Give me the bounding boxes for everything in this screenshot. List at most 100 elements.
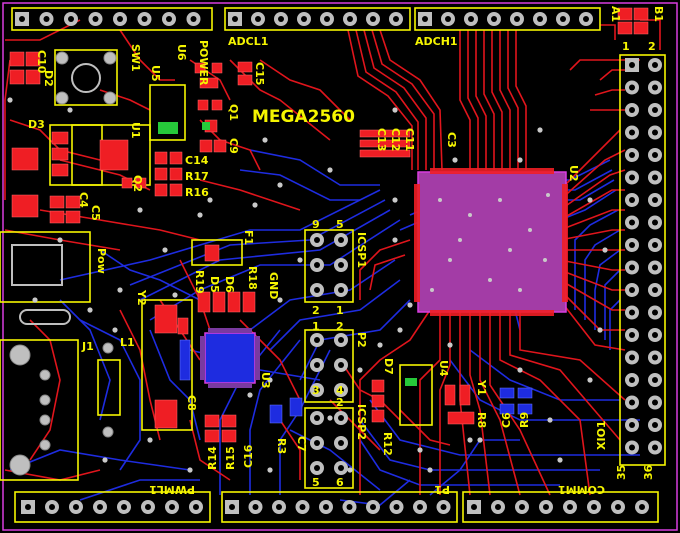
header-pin-pad bbox=[648, 170, 662, 185]
icsp2-outline bbox=[304, 407, 354, 489]
via bbox=[587, 197, 593, 203]
label-c13: C13 bbox=[375, 128, 388, 151]
via bbox=[162, 247, 168, 253]
header-pin-pad bbox=[319, 500, 333, 514]
via bbox=[477, 437, 483, 443]
through-holes bbox=[9, 51, 117, 476]
via bbox=[327, 167, 333, 173]
header-pin-pad bbox=[310, 436, 324, 450]
header-pin-pad bbox=[334, 283, 348, 297]
header-pin-pad bbox=[343, 12, 357, 26]
header-pin-pad bbox=[272, 500, 286, 514]
via bbox=[117, 287, 123, 293]
via bbox=[407, 302, 413, 308]
icsp1-pin-5: 5 bbox=[336, 218, 344, 231]
p2-pin-2: 2 bbox=[336, 320, 344, 333]
via bbox=[187, 467, 193, 473]
xio-pin-36: 36 bbox=[642, 464, 655, 480]
header-pin-pad bbox=[587, 500, 601, 514]
header-pin-pad bbox=[625, 418, 639, 432]
header-pin-pad bbox=[491, 500, 505, 514]
via bbox=[392, 107, 398, 113]
header-pin-pad bbox=[648, 440, 662, 455]
via bbox=[392, 237, 398, 243]
header-pin-pad bbox=[648, 418, 662, 432]
header-pin-pad bbox=[648, 215, 662, 230]
header-pin-pad bbox=[625, 440, 639, 455]
via bbox=[297, 257, 303, 263]
header-pin-pad bbox=[45, 500, 59, 514]
header-pin-pad bbox=[274, 12, 288, 26]
p2-pin-1: 1 bbox=[312, 320, 320, 333]
via bbox=[172, 292, 178, 298]
label-pow: Pow bbox=[95, 248, 108, 274]
via bbox=[537, 127, 543, 133]
power-header-outline bbox=[11, 7, 213, 31]
label-r17: R17 bbox=[185, 170, 209, 183]
label-f1: F1 bbox=[242, 230, 255, 245]
xio-label: XIO1 bbox=[595, 420, 608, 450]
label-d3: D3 bbox=[28, 118, 45, 131]
label-sw1: SW1 bbox=[129, 44, 142, 72]
label-y1: Y1 bbox=[475, 379, 488, 396]
header-pin-pad bbox=[165, 500, 179, 514]
silkscreen-layer bbox=[0, 7, 666, 523]
via bbox=[32, 297, 38, 303]
header-pin-pad bbox=[64, 12, 78, 26]
header-pin-pad bbox=[648, 238, 662, 252]
header-pin-pad bbox=[625, 283, 639, 297]
vias bbox=[7, 97, 608, 473]
header-pin-pad bbox=[625, 148, 639, 162]
label-c11: C11 bbox=[403, 128, 416, 151]
icsp1-outline bbox=[304, 229, 354, 303]
u5-outline bbox=[149, 84, 186, 141]
header-pin-pad bbox=[625, 215, 639, 230]
header-pin-pad bbox=[441, 12, 455, 26]
header-pin-pad bbox=[625, 103, 639, 117]
header-pin-pad bbox=[515, 500, 529, 514]
header-pin-pad bbox=[418, 12, 432, 26]
label-q1: Q1 bbox=[227, 104, 240, 121]
header-pin-pad bbox=[93, 500, 107, 514]
adcl-label: ADCL1 bbox=[228, 35, 268, 48]
label-r16: R16 bbox=[185, 186, 209, 199]
label-q2: Q2 bbox=[131, 175, 144, 192]
via bbox=[517, 157, 523, 163]
header-pin-pad bbox=[88, 12, 103, 26]
icsp2-label: ICSP2 bbox=[355, 404, 368, 440]
label-c7: C7 bbox=[295, 436, 308, 452]
led-indicators bbox=[158, 122, 417, 386]
header-pin-pad bbox=[625, 170, 639, 185]
label-r19: R19 bbox=[193, 270, 206, 294]
label-r9: R9 bbox=[518, 412, 531, 428]
via bbox=[277, 297, 283, 303]
header-pin-pad bbox=[21, 500, 35, 514]
label-u4: U4 bbox=[437, 360, 450, 377]
label-r12: R12 bbox=[381, 432, 394, 456]
via bbox=[357, 367, 363, 373]
xio-pin-35: 35 bbox=[615, 465, 628, 480]
label-c10: C10 bbox=[35, 50, 48, 74]
label-j1: J1 bbox=[81, 340, 94, 353]
label-d7: D7 bbox=[382, 358, 395, 375]
header-pin-pad bbox=[648, 80, 662, 95]
via bbox=[392, 197, 398, 203]
pwml-header-outline bbox=[14, 491, 211, 523]
label-gnd: GND bbox=[267, 272, 280, 299]
label-c8: C8 bbox=[185, 395, 198, 411]
header-pin-pad bbox=[334, 258, 348, 272]
label-b1: B1 bbox=[652, 6, 665, 22]
label-u2: U2 bbox=[567, 165, 580, 182]
p1-label: P1 bbox=[434, 483, 450, 496]
via bbox=[147, 437, 153, 443]
via bbox=[137, 207, 143, 213]
icsp2-pin-6: 6 bbox=[336, 476, 344, 489]
header-pin-pad bbox=[117, 500, 131, 514]
icsp2-pin-5: 5 bbox=[312, 476, 320, 489]
label-u3: U3 bbox=[259, 372, 272, 389]
header-pin-pad bbox=[310, 358, 324, 372]
label-d5: D5 bbox=[208, 276, 221, 293]
header-pin-pad bbox=[625, 350, 639, 365]
xio-pin-1: 1 bbox=[622, 40, 630, 53]
label-c16: C16 bbox=[242, 444, 255, 468]
